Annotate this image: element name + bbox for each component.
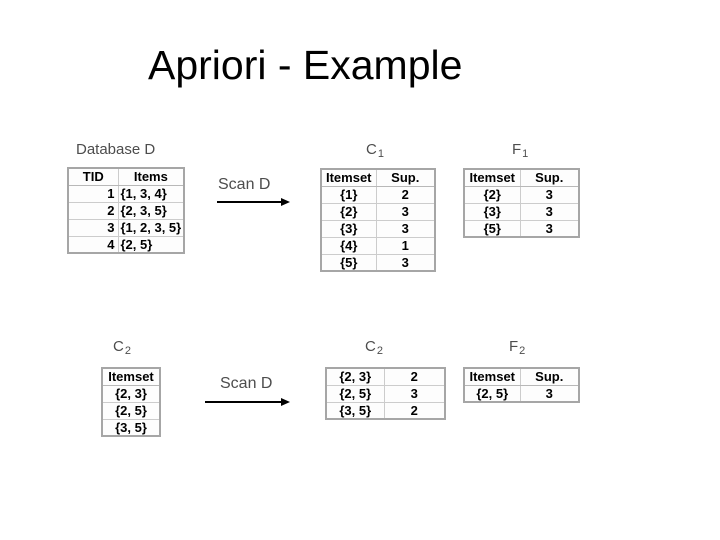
table-row: {2, 3} <box>101 384 161 403</box>
table-cell: 3 <box>375 253 436 272</box>
table-cell: {2, 5} <box>101 401 161 420</box>
table-cell: {2} <box>463 185 521 204</box>
table-row: {3, 5} <box>101 418 161 437</box>
table-row: 4{2, 5} <box>67 235 185 254</box>
table-header-cell: Itemset <box>320 168 377 187</box>
table-header-cell: Sup. <box>519 168 580 187</box>
table-cell: {5} <box>463 219 521 238</box>
c2-left-label: C2 <box>113 338 131 357</box>
arrow-head-icon <box>281 198 290 206</box>
table-cell: {1} <box>320 185 377 204</box>
c2-left-label-sub: 2 <box>124 345 131 357</box>
scan-d-arrow-top <box>217 198 290 207</box>
table-row: {3}3 <box>320 219 436 238</box>
table-row: {4}1 <box>320 236 436 255</box>
database-d-label: Database D <box>76 141 156 158</box>
table-row: 2{2, 3, 5} <box>67 201 185 220</box>
c1-label-base: C <box>366 141 377 158</box>
c2-candidates-table: Itemset{2, 3}{2, 5}{3, 5} <box>101 367 161 437</box>
table-header-cell: Sup. <box>375 168 436 187</box>
table-row: {2}3 <box>463 185 580 204</box>
table-cell: {3} <box>463 202 521 221</box>
table-row: {3, 5}2 <box>325 401 446 420</box>
f2-label: F2 <box>509 338 526 357</box>
table-cell: 2 <box>383 367 446 386</box>
table-row: {2, 5} <box>101 401 161 420</box>
table-row: {5}3 <box>320 253 436 272</box>
table-cell: {2, 3} <box>325 367 385 386</box>
f1-label-sub: 1 <box>522 148 529 160</box>
table-cell: {1, 3, 4} <box>117 184 185 203</box>
table-header-cell: Sup. <box>519 367 580 386</box>
f2-label-sub: 2 <box>519 345 526 357</box>
table-cell: 3 <box>375 219 436 238</box>
table-cell: {2, 5} <box>325 384 385 403</box>
table-cell: {2, 5} <box>117 235 185 254</box>
slide-title: Apriori - Example <box>148 42 463 88</box>
c2-mid-label-sub: 2 <box>376 345 383 357</box>
table-row: 1{1, 3, 4} <box>67 184 185 203</box>
table-cell: {3, 5} <box>101 418 161 437</box>
table-row: {1}2 <box>320 185 436 204</box>
table-row: 3{1, 2, 3, 5} <box>67 218 185 237</box>
arrow-shaft <box>217 201 283 203</box>
table-row: {2, 5}3 <box>463 384 580 403</box>
scan-d-arrow-bottom <box>205 398 290 407</box>
table-cell: {3, 5} <box>325 401 385 420</box>
table-header-cell: Itemset <box>101 367 161 386</box>
table-cell: 3 <box>375 202 436 221</box>
table-cell: 4 <box>67 235 119 254</box>
f1-label: F1 <box>512 141 529 160</box>
table-cell: 2 <box>67 201 119 220</box>
table-header-cell: Itemset <box>463 367 521 386</box>
table-cell: 3 <box>519 202 580 221</box>
c2-mid-label-base: C <box>365 338 376 355</box>
table-cell: {4} <box>320 236 377 255</box>
f2-label-base: F <box>509 338 519 355</box>
c1-label-sub: 1 <box>377 148 384 160</box>
table-row: {2, 3}2 <box>325 367 446 386</box>
table-row: {2, 5}3 <box>325 384 446 403</box>
c2-mid-label: C2 <box>365 338 383 357</box>
f1-label-base: F <box>512 141 522 158</box>
table-row: {5}3 <box>463 219 580 238</box>
table-cell: 3 <box>519 219 580 238</box>
table-header-cell: Items <box>117 167 185 186</box>
table-cell: 3 <box>519 185 580 204</box>
table-header-cell: Itemset <box>463 168 521 187</box>
table-cell: 2 <box>375 185 436 204</box>
table-cell: 2 <box>383 401 446 420</box>
table-header-cell: TID <box>67 167 119 186</box>
scan-d-label-bottom: Scan D <box>220 375 273 392</box>
table-row: {2}3 <box>320 202 436 221</box>
c1-label: C1 <box>366 141 384 160</box>
c2-left-label-base: C <box>113 338 124 355</box>
table-cell: {2, 3, 5} <box>117 201 185 220</box>
table-cell: 3 <box>67 218 119 237</box>
table-cell: {5} <box>320 253 377 272</box>
table-cell: {2, 5} <box>463 384 521 403</box>
table-cell: {3} <box>320 219 377 238</box>
table-header-row: Itemset <box>101 367 161 386</box>
arrow-head-icon <box>281 398 290 406</box>
arrow-shaft <box>205 401 283 403</box>
table-cell: 1 <box>67 184 119 203</box>
table-cell: 3 <box>519 384 580 403</box>
table-cell: 1 <box>375 236 436 255</box>
table-cell: {1, 2, 3, 5} <box>117 218 185 237</box>
scan-d-label-top: Scan D <box>218 176 271 193</box>
table-cell: {2} <box>320 202 377 221</box>
table-cell: 3 <box>383 384 446 403</box>
table-cell: {2, 3} <box>101 384 161 403</box>
c2-counted-table: {2, 3}2{2, 5}3{3, 5}2 <box>325 367 446 420</box>
table-row: {3}3 <box>463 202 580 221</box>
